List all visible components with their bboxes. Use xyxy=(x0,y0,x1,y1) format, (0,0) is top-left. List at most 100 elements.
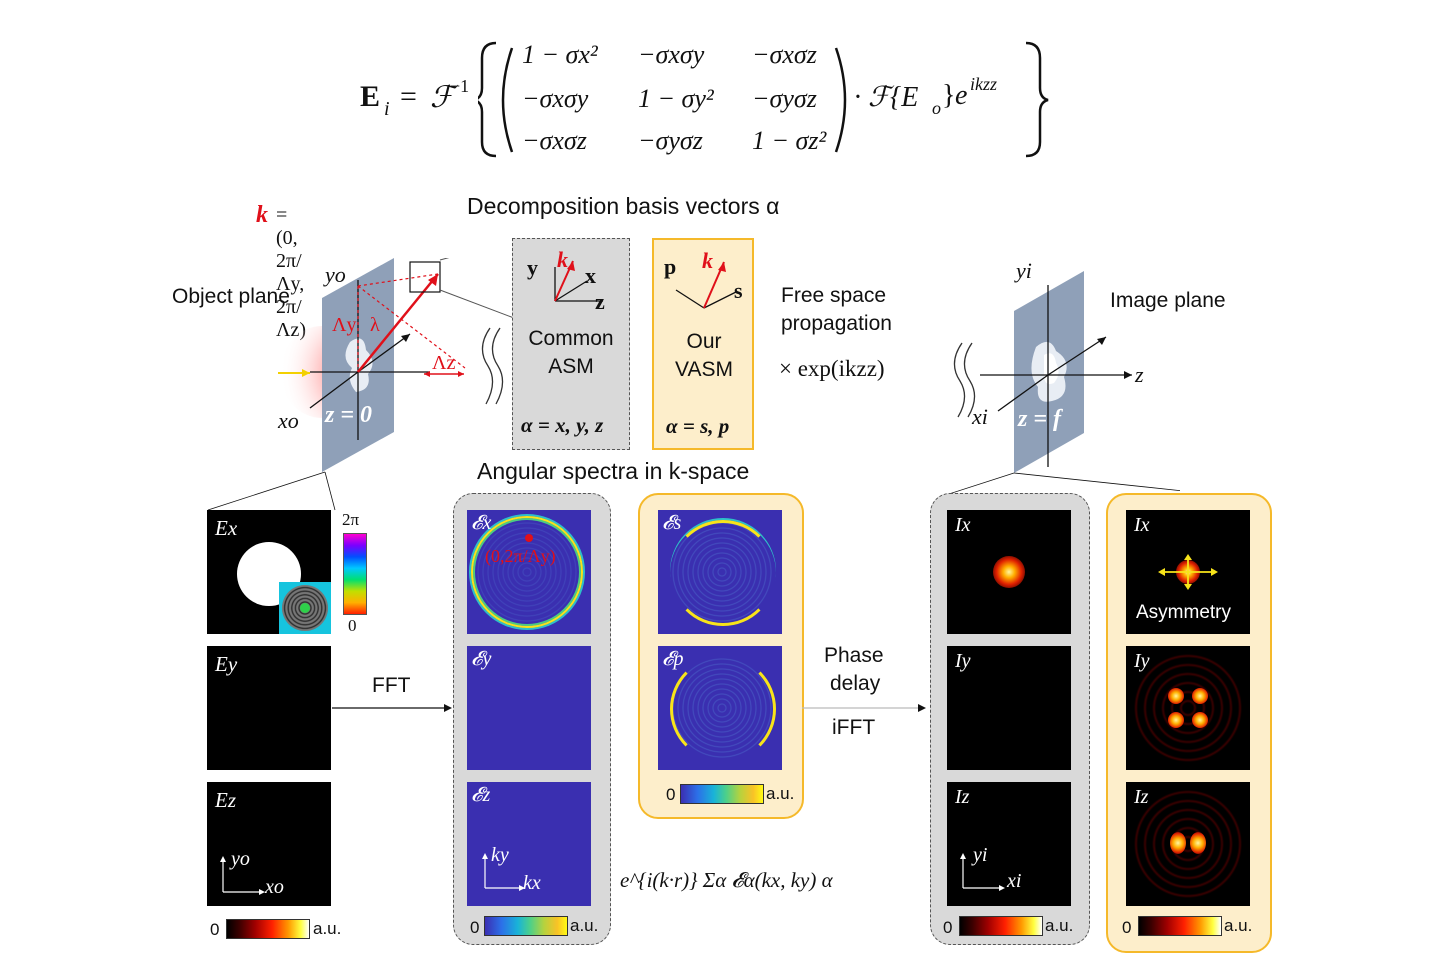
iy-intensity-label: Iy xyxy=(955,650,971,672)
vasm-ix-intensity-panel: Ix Asymmetry xyxy=(1126,510,1250,634)
eq-sign: = xyxy=(400,80,417,113)
vasm-spectra-cbar-max: a.u. xyxy=(766,784,795,803)
eq-tail-close: } xyxy=(942,80,956,111)
common-intensity-colorbar xyxy=(959,916,1043,936)
common-asm-box: y k x z Common ASM α = x, y, z xyxy=(512,238,630,450)
k-point-label: (0,2π/Λy) xyxy=(485,546,556,566)
k-vector-components: = (0, 2π/Λy, 2π/Λz) xyxy=(276,204,307,341)
iy-intensity-panel: Iy xyxy=(947,646,1071,770)
image-z-label: z = f xyxy=(1018,406,1062,432)
vasm-iz-intensity-label: Iz xyxy=(1134,786,1149,808)
iz-axis-x: xi xyxy=(1007,870,1022,892)
plane-wave-expression: e^{i(k·r)} Σα 𝓔α(kx, ky) α xyxy=(620,868,833,892)
ey-field-panel: Ey xyxy=(207,646,331,770)
matrix-31: −σxσz xyxy=(522,126,587,155)
common-asm-x-axis: x xyxy=(585,263,596,288)
main-equation: E i = ℱ −1 1 − σx² −σxσy −σxσz −σxσy 1 −… xyxy=(360,38,1080,168)
ifft-label: iFFT xyxy=(832,716,876,739)
ez-spectrum-panel: 𝓔z ky kx xyxy=(467,782,591,906)
common-asm-axes-icon xyxy=(554,260,603,302)
vasm-label-2: VASM xyxy=(675,358,733,381)
ex-spectrum-label: 𝓔x xyxy=(471,512,492,534)
asymmetry-arrows xyxy=(1158,554,1218,590)
vasm-iy-intensity-label: Iy xyxy=(1134,650,1150,672)
common-spectra-cbar-min: 0 xyxy=(470,918,480,937)
k-vector-symbol: k xyxy=(256,202,268,228)
common-spectra-colorbar xyxy=(484,916,568,936)
eq-tail-sub: o xyxy=(932,98,941,118)
iz-intensity-panel: Iz yi xi xyxy=(947,782,1071,906)
eq-exp-sup: ikzz xyxy=(970,74,997,94)
asymmetry-label: Asymmetry xyxy=(1136,602,1231,623)
object-plane-diagram xyxy=(278,258,466,472)
common-intensity-cbar-min: 0 xyxy=(943,918,953,937)
eq-brackets xyxy=(478,41,1049,158)
fft-label: FFT xyxy=(372,674,411,697)
matrix-12: −σxσy xyxy=(638,40,705,69)
matrix-32: −σyσz xyxy=(638,126,703,155)
our-vasm-box: p k s Our VASM α = s, p xyxy=(652,238,754,450)
common-asm-y-axis: y xyxy=(527,255,538,280)
eq-fourier-inv-sup: −1 xyxy=(450,76,470,96)
object-y-axis-label: yo xyxy=(325,262,346,287)
object-x-axis-label: xo xyxy=(278,408,299,433)
common-asm-z-axis: z xyxy=(595,289,605,314)
phase-delay-line2: delay xyxy=(830,672,881,695)
iz-axis-y: yi xyxy=(973,844,988,866)
vasm-iz-intensity-panel: Iz xyxy=(1126,782,1250,906)
angular-spectra-title: Angular spectra in k-space xyxy=(477,458,750,484)
common-asm-label-2: ASM xyxy=(548,355,594,378)
matrix-33: 1 − σz² xyxy=(752,126,827,155)
fft-arrow xyxy=(332,704,452,712)
input-cbar-max: a.u. xyxy=(313,919,342,938)
object-axes-icon xyxy=(220,856,265,895)
ez-axis-y: yo xyxy=(231,848,250,870)
vasm-intensity-cbar-max: a.u. xyxy=(1224,916,1253,935)
input-colorbar xyxy=(226,919,310,939)
ez-field-label: Ez xyxy=(215,788,236,812)
lambda-y-label: Λy xyxy=(332,314,357,336)
vasm-s-axis: s xyxy=(734,278,743,303)
common-asm-label-1: Common xyxy=(528,327,614,350)
phase-min-label: 0 xyxy=(348,616,357,635)
ix-intensity-panel: Ix xyxy=(947,510,1071,634)
vasm-spectra-cbar-min: 0 xyxy=(666,785,676,804)
es-spectrum-panel: 𝓔s xyxy=(658,510,782,634)
eq-tail: · ℱ{E xyxy=(854,82,919,113)
image-z-axis-label: z xyxy=(1135,362,1144,387)
k-axis-y: ky xyxy=(491,844,509,866)
matrix-23: −σyσz xyxy=(752,84,817,113)
object-z-label: z = 0 xyxy=(325,402,373,428)
vasm-label-1: Our xyxy=(686,330,722,353)
lambda-z-label: Λz xyxy=(432,352,456,374)
matrix-13: −σxσz xyxy=(752,40,817,69)
eq-exp: e xyxy=(955,80,968,111)
free-space-factor: × exp(ikzz) xyxy=(779,356,885,381)
phase-max-label: 2π xyxy=(342,510,360,529)
ep-spectrum-panel: 𝓔p xyxy=(658,646,782,770)
matrix-11: 1 − σx² xyxy=(522,40,598,69)
common-asm-k-axis: k xyxy=(557,247,568,272)
vasm-ix-intensity-label: Ix xyxy=(1134,514,1150,536)
ey-spectrum-panel: 𝓔y xyxy=(467,646,591,770)
vasm-iy-intensity-panel: Iy xyxy=(1126,646,1250,770)
image-y-axis-label: yi xyxy=(1016,258,1032,283)
ex-field-label: Ex xyxy=(215,516,238,540)
free-space-line2: propagation xyxy=(781,312,892,335)
eq-lhs-sub: i xyxy=(384,98,390,120)
vasm-p-axis: p xyxy=(664,254,677,279)
free-space-line1: Free space xyxy=(781,284,887,307)
k-axis-x: kx xyxy=(523,872,541,894)
common-spectra-cbar-max: a.u. xyxy=(570,916,599,935)
decomposition-title: Decomposition basis vectors α xyxy=(467,193,780,219)
phase-delay-arrow xyxy=(802,704,926,712)
ex-field-panel: Ex xyxy=(207,510,331,634)
object-plane-title: Object plane xyxy=(172,285,290,308)
vasm-axes-icon xyxy=(675,261,737,309)
vasm-k-axis: k xyxy=(702,248,713,273)
object-projection-lines xyxy=(207,471,336,511)
input-cbar-min: 0 xyxy=(210,920,220,939)
vasm-intensity-cbar-min: 0 xyxy=(1122,918,1132,937)
lambda-label: λ xyxy=(370,314,380,336)
